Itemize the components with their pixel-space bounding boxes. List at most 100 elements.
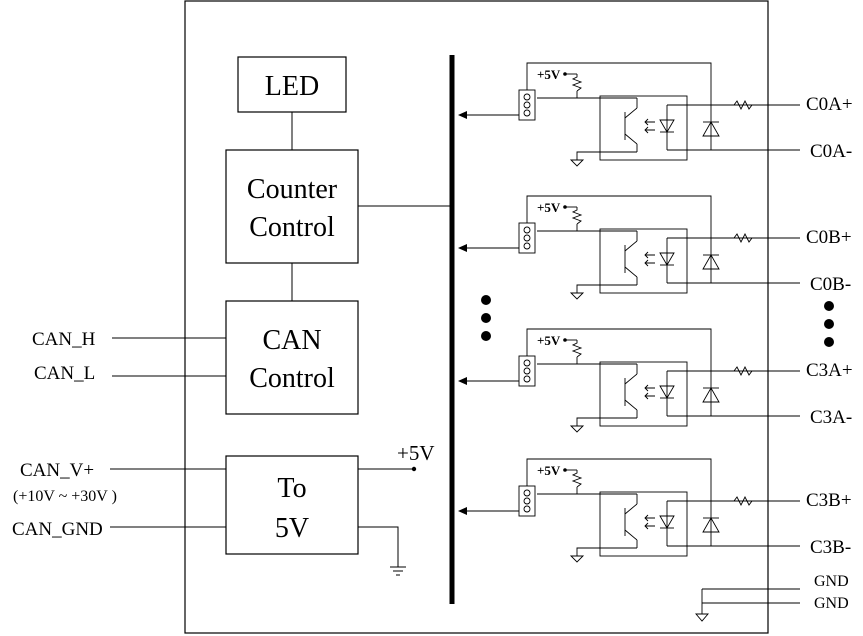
input-resistor-icon xyxy=(733,495,756,507)
light-arrows-icon xyxy=(644,118,655,134)
power-output-5v: +5V xyxy=(358,441,435,472)
power-box xyxy=(225,455,359,555)
light-arrows-icon xyxy=(644,514,655,530)
supply-node xyxy=(563,72,567,76)
jumper-pin-icon xyxy=(523,505,531,513)
arrow-left-icon xyxy=(458,111,467,119)
can-h-signal: CAN_H xyxy=(32,329,226,350)
channel-4: +5V C3B+ C3B- xyxy=(458,458,852,563)
phototransistor-emitter xyxy=(624,399,638,411)
ground-icon xyxy=(695,613,709,622)
gnd-terminals: GND GND xyxy=(695,573,849,622)
phototransistor-collector xyxy=(624,373,638,385)
gnd-label-1: GND xyxy=(814,573,849,590)
terminal-plus-label: C0A+ xyxy=(806,94,853,115)
channel-3: +5V C3A+ C3A- xyxy=(458,328,853,433)
channel-top-wire xyxy=(526,62,770,106)
continuation-dots-left xyxy=(481,295,491,341)
pullup-wire xyxy=(576,224,637,232)
opto-led-icon xyxy=(659,252,675,266)
jumper-pin-icon xyxy=(523,234,531,242)
continuation-dots-right xyxy=(824,301,834,347)
can-control-box xyxy=(225,300,359,415)
opto-led-icon xyxy=(659,385,675,399)
continuation-dot xyxy=(481,331,491,341)
jumper-icon xyxy=(518,485,536,517)
light-arrows-icon xyxy=(644,251,655,267)
terminal-minus-label: C3B- xyxy=(810,537,851,558)
pullup-resistor-icon xyxy=(571,340,583,358)
arrow-left-icon xyxy=(458,244,467,252)
can-l-label: CAN_L xyxy=(34,363,95,384)
pullup-wire xyxy=(576,91,637,99)
module-outline xyxy=(184,0,769,634)
protection-diode-icon xyxy=(702,121,720,137)
jumper-pin-icon xyxy=(523,489,531,497)
channel-supply-label: +5V xyxy=(537,463,561,478)
jumper-pin-icon xyxy=(523,375,531,383)
power-label-1: To xyxy=(277,473,306,504)
continuation-dot xyxy=(824,319,834,329)
continuation-dot xyxy=(481,313,491,323)
emitter-ground-wire xyxy=(576,547,637,556)
terminal-plus-label: C3A+ xyxy=(806,360,853,381)
protection-diode-icon xyxy=(702,517,720,533)
plus5v-label: +5V xyxy=(397,441,435,465)
input-resistor-icon xyxy=(733,99,756,111)
can-control-label-1: CAN xyxy=(262,325,321,356)
can-v-label: CAN_V+ xyxy=(20,460,94,481)
phototransistor-emitter xyxy=(624,133,638,145)
jumper-pin-icon xyxy=(523,497,531,505)
jumper-pin-icon xyxy=(523,101,531,109)
led-box xyxy=(237,56,347,113)
pullup-resistor-icon xyxy=(571,207,583,225)
pullup-resistor-icon xyxy=(571,74,583,92)
continuation-dot xyxy=(824,337,834,347)
counter-control-block: Counter Control xyxy=(225,149,359,264)
phototransistor-collector xyxy=(624,240,638,252)
gnd-label-2: GND xyxy=(814,595,849,612)
can-control-block: CAN Control xyxy=(225,300,359,415)
can-control-label-2: Control xyxy=(249,363,335,394)
emitter-ground-wire xyxy=(576,284,637,293)
ground-icon xyxy=(569,159,585,167)
pullup-wire xyxy=(576,487,637,495)
terminal-minus-label: C3A- xyxy=(810,407,852,428)
pullup-wire xyxy=(576,357,637,365)
supply-node xyxy=(563,205,567,209)
ground-icon xyxy=(569,292,585,300)
pullup-resistor-icon xyxy=(571,470,583,488)
ground-icon xyxy=(569,555,585,563)
counter-control-label-2: Control xyxy=(249,212,335,243)
phototransistor-emitter xyxy=(624,529,638,541)
can-h-label: CAN_H xyxy=(32,329,96,350)
plus5v-node xyxy=(411,466,417,472)
input-resistor-icon xyxy=(733,232,756,244)
can-v-signal: CAN_V+ (+10V ~ +30V ) xyxy=(13,460,226,505)
jumper-pin-icon xyxy=(523,242,531,250)
terminal-plus-label: C3B+ xyxy=(806,490,852,511)
power-block: To 5V xyxy=(225,455,359,555)
power-label-2: 5V xyxy=(275,513,309,544)
input-resistor-icon xyxy=(733,365,756,377)
jumper-pin-icon xyxy=(523,359,531,367)
jumper-pin-icon xyxy=(523,93,531,101)
terminal-minus-label: C0B- xyxy=(810,274,851,295)
emitter-ground-wire xyxy=(576,417,637,426)
power-ground xyxy=(358,526,406,576)
can-gnd-signal: CAN_GND xyxy=(12,519,226,540)
power-ground-wire xyxy=(358,526,399,567)
phototransistor-emitter xyxy=(624,266,638,278)
jumper-icon xyxy=(518,222,536,254)
continuation-dot xyxy=(481,295,491,305)
protection-diode-icon xyxy=(702,387,720,403)
arrow-left-icon xyxy=(458,507,467,515)
can-v-range-label: (+10V ~ +30V ) xyxy=(13,488,117,505)
optocoupler-box xyxy=(599,228,688,294)
led-block: LED xyxy=(237,56,347,113)
channel-top-wire xyxy=(526,458,770,502)
channel-supply-label: +5V xyxy=(537,333,561,348)
